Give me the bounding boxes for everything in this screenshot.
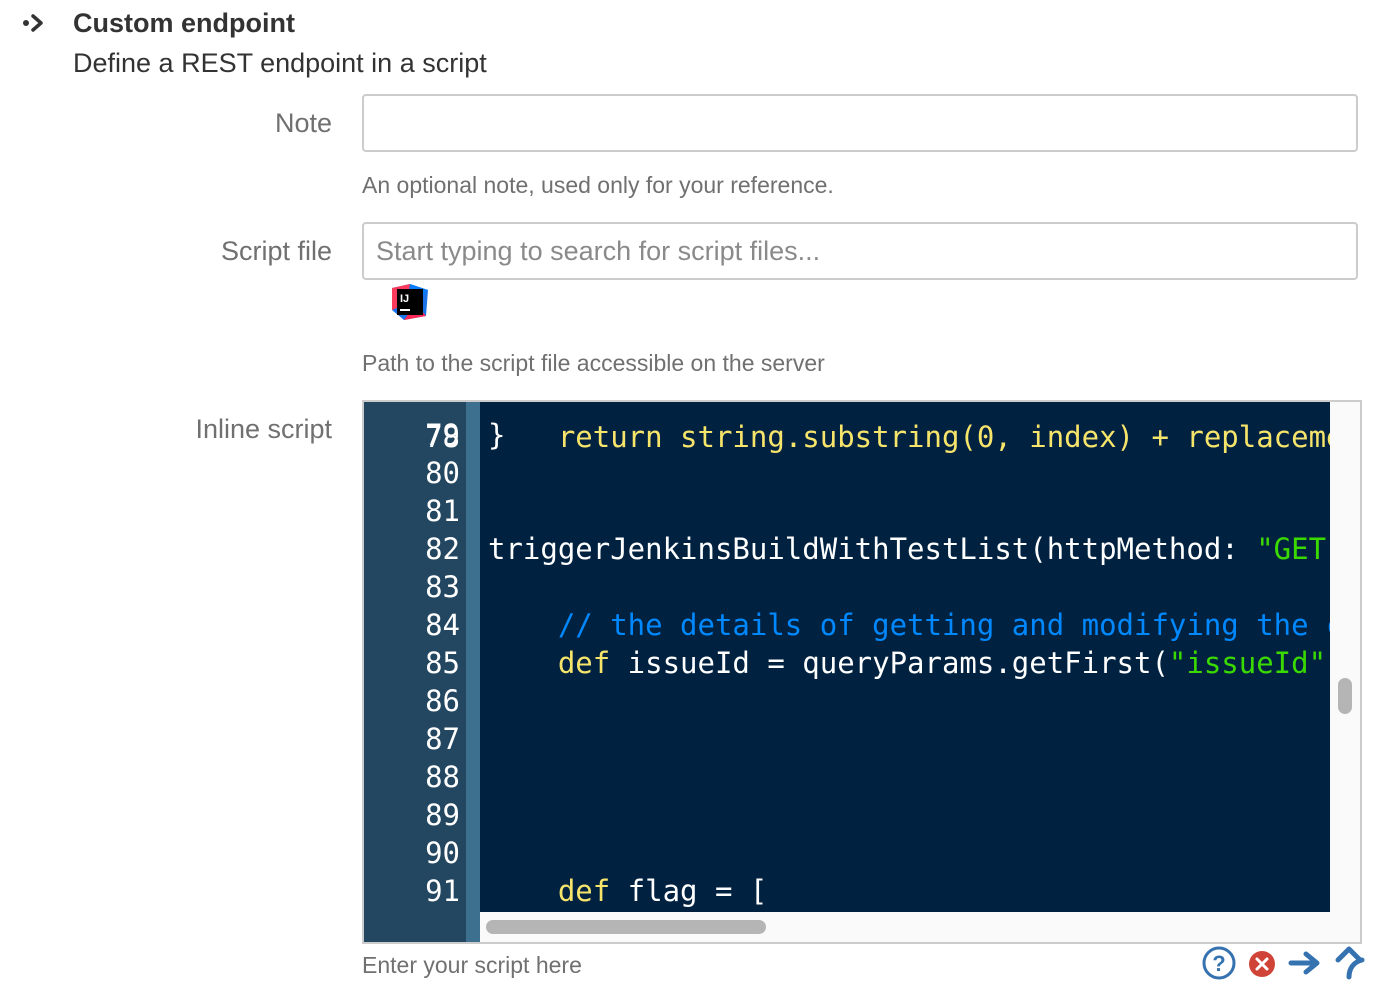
line-number: 89: [425, 798, 460, 832]
editor-gutter-edge: [466, 402, 480, 942]
line-number: 81: [425, 494, 460, 528]
script-file-help-text: Path to the script file accessible on th…: [362, 350, 825, 376]
line-text: def flag = [: [488, 874, 768, 908]
horizontal-scroll-thumb[interactable]: [486, 920, 766, 934]
line-text: def issueId = queryParams.getFirst("issu…: [488, 646, 1330, 680]
line-number: 85: [425, 646, 460, 680]
section-title: Custom endpoint: [73, 8, 295, 38]
line-number: 88: [425, 760, 460, 794]
line-text: }: [488, 418, 506, 452]
inline-script-help-text: Enter your script here: [362, 952, 582, 978]
script-file-label: Script file: [220, 236, 332, 266]
line-number: 83: [425, 570, 460, 604]
code-area[interactable]: 78 return string.substring(0, index) + r…: [364, 402, 1330, 912]
code-editor[interactable]: 78 return string.substring(0, index) + r…: [362, 400, 1362, 944]
line-number: 80: [425, 456, 460, 490]
svg-text:?: ?: [1212, 951, 1225, 976]
vertical-scrollbar[interactable]: [1330, 402, 1360, 912]
help-icon[interactable]: ?: [1202, 946, 1236, 980]
error-icon[interactable]: [1248, 950, 1276, 978]
note-input[interactable]: [362, 94, 1358, 152]
line-number: 79: [425, 418, 460, 452]
note-help-text: An optional note, used only for your ref…: [362, 172, 834, 198]
line-text: triggerJenkinsBuildWithTestList(httpMeth…: [488, 532, 1330, 566]
line-number: 91: [425, 874, 460, 908]
collapse-toggle-icon[interactable]: [20, 10, 50, 36]
line-number: 90: [425, 836, 460, 870]
line-text: // the details of getting and modifying …: [488, 608, 1330, 642]
arrow-up-icon[interactable]: [1332, 946, 1366, 980]
arrow-right-icon[interactable]: [1288, 946, 1322, 980]
note-label: Note: [274, 108, 332, 138]
section-subtitle: Define a REST endpoint in a script: [73, 48, 487, 78]
line-number: 86: [425, 684, 460, 718]
line-number: 92: [364, 910, 460, 912]
script-file-search-input[interactable]: [362, 222, 1358, 280]
horizontal-scrollbar[interactable]: [480, 912, 1360, 942]
vertical-scroll-thumb[interactable]: [1338, 678, 1352, 714]
line-number: 87: [425, 722, 460, 756]
line-number: 82: [425, 532, 460, 566]
code-line-partial: 78 return string.substring(0, index) + r…: [425, 420, 1330, 454]
svg-text:IJ: IJ: [400, 293, 409, 305]
intellij-idea-icon[interactable]: IJ: [390, 282, 430, 322]
inline-script-label: Inline script: [195, 414, 332, 444]
line-number: 84: [425, 608, 460, 642]
editor-gutter: [364, 402, 466, 942]
